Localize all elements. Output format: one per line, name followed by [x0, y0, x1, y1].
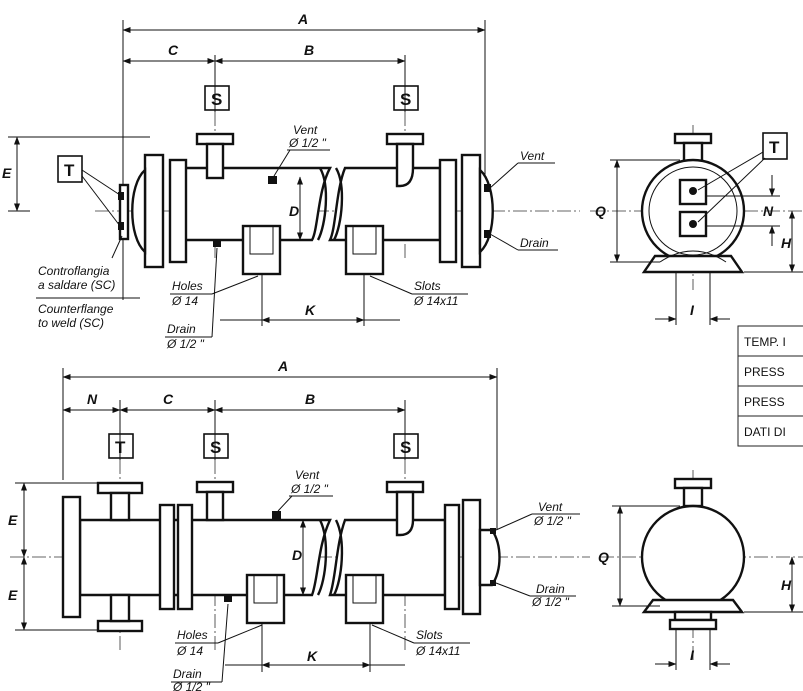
dim-i2-label: I: [690, 647, 695, 663]
drain2-side-size: Ø 1/2 ": [531, 595, 570, 609]
dim-i-label: I: [690, 302, 695, 318]
slots-size: Ø 14x11: [413, 294, 458, 308]
dim-d2-label: D: [292, 547, 302, 563]
slots2-size: Ø 14x11: [415, 644, 460, 658]
counterflange-en-1: Counterflange: [38, 302, 114, 316]
t-box-bottom-label: T: [115, 438, 126, 457]
saddle-left: [241, 224, 282, 276]
table-row-1: TEMP. I: [744, 335, 786, 349]
dim-a2-label: A: [277, 358, 288, 374]
drain2-label: Drain: [173, 667, 202, 681]
drain-label: Drain: [167, 322, 196, 336]
drain2-size: Ø 1/2 ": [172, 680, 211, 691]
t-box-top-label: T: [64, 161, 75, 180]
s-box-2-label: S: [400, 90, 411, 109]
vent2-size: Ø 1/2 ": [290, 482, 329, 496]
s-box-1: [204, 85, 230, 111]
counterflange-en-2: to weld (SC): [38, 316, 104, 330]
head-left: [131, 167, 147, 255]
dim-b-label: B: [304, 42, 314, 58]
s-box-3-label: S: [210, 438, 221, 457]
bottom-side-view: A N C B E E: [8, 358, 590, 691]
dim-a-label: A: [297, 11, 308, 27]
dim-q-label: Q: [595, 203, 606, 219]
table-row-4: DATI DI: [744, 425, 786, 439]
dim-e3-label: E: [8, 587, 18, 603]
vessel-body-left: [183, 166, 333, 242]
s-box-1-label: S: [211, 90, 222, 109]
holes2-size: Ø 14: [176, 644, 203, 658]
t-box-top: [57, 155, 83, 183]
vent2-side-size: Ø 1/2 ": [533, 514, 572, 528]
s-box-4-label: S: [400, 438, 411, 457]
flange-left-inner: [168, 158, 188, 264]
dim-d-label: D: [289, 203, 299, 219]
t-box-end-label: T: [769, 138, 780, 157]
dim-b2-label: B: [305, 391, 315, 407]
dim-k2-label: K: [307, 648, 318, 664]
vent-size: Ø 1/2 ": [288, 136, 327, 150]
end-view-shell-bottom: [640, 504, 746, 610]
saddle-right: [344, 224, 385, 276]
dim-c-label: C: [168, 42, 179, 58]
table-row-3: PRESS: [744, 395, 785, 409]
drain2-side-label: Drain: [536, 582, 565, 596]
vessel-body-right: [328, 166, 442, 242]
counterflange-it-1: Controflangia: [38, 264, 110, 278]
dim-e2-label: E: [8, 512, 18, 528]
dim-n-label: N: [763, 203, 774, 219]
slots2-label: Slots: [416, 628, 443, 642]
top-side-view: A C B E: [2, 11, 580, 351]
vent-label: Vent: [293, 123, 318, 137]
dim-h2-label: H: [781, 577, 792, 593]
counterflange-it-2: a saldare (SC): [38, 278, 115, 292]
holes-size: Ø 14: [171, 294, 198, 308]
dim-n2-label: N: [87, 391, 98, 407]
dim-h-label: H: [781, 235, 792, 251]
head-right: [478, 167, 494, 255]
vent-side-label: Vent: [520, 149, 545, 163]
holes2-label: Holes: [177, 628, 208, 642]
slots-label: Slots: [414, 279, 441, 293]
dim-c2-label: C: [163, 391, 174, 407]
dim-q2-label: Q: [598, 549, 609, 565]
bottom-end-view: Q H I: [598, 470, 803, 670]
data-table: TEMP. I PRESS PRESS DATI DI: [737, 325, 803, 447]
top-end-view: T Q N H I: [590, 125, 803, 325]
holes-label: Holes: [172, 279, 203, 293]
dim-e-label: E: [2, 165, 12, 181]
s-box-2: [393, 85, 419, 111]
flange-right-inner: [438, 158, 458, 264]
vent2-label: Vent: [295, 468, 320, 482]
vent2-side-label: Vent: [538, 500, 563, 514]
dim-k-label: K: [305, 302, 316, 318]
t-box-end: [762, 132, 788, 160]
drain-side-label: Drain: [520, 236, 549, 250]
flange-left-outer: [143, 153, 165, 269]
table-row-2: PRESS: [744, 365, 785, 379]
flange-right-outer: [460, 153, 482, 269]
drain-size: Ø 1/2 ": [166, 337, 205, 351]
